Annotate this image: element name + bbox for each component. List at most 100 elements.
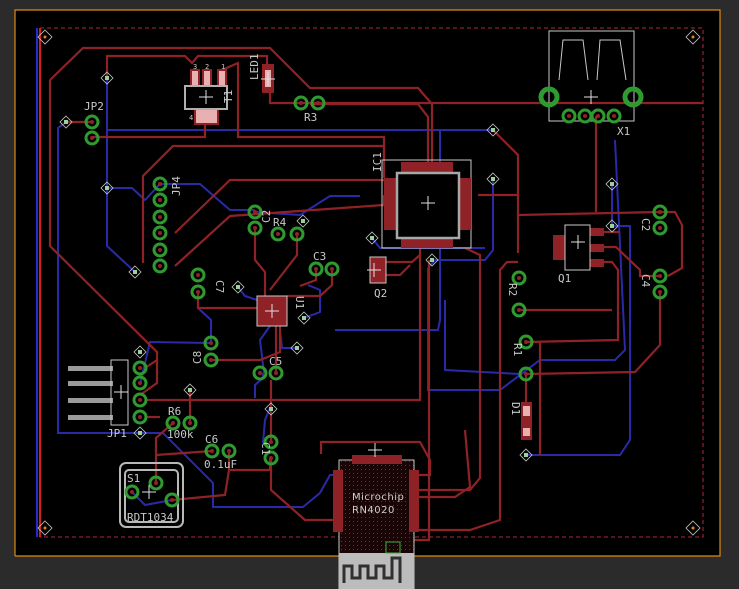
pad — [247, 204, 263, 220]
bluetooth-module-rn4020[interactable] — [333, 455, 419, 589]
pad-drill — [299, 101, 303, 105]
pad-drill — [138, 381, 142, 385]
origin-cross-icon — [368, 443, 382, 457]
label-c2: C2 — [260, 210, 273, 223]
top-trace — [386, 264, 411, 277]
top-trace — [155, 449, 213, 457]
top-trace — [174, 178, 384, 234]
via-drill — [430, 258, 434, 262]
pad-drill — [583, 114, 587, 118]
pad-drill — [330, 267, 334, 271]
corner-marker-icon — [685, 29, 701, 45]
label-jp4: JP4 — [170, 176, 183, 196]
module-brand: Microchip — [352, 492, 404, 503]
via — [519, 448, 533, 462]
pad-drill — [158, 198, 162, 202]
top-trace — [269, 458, 333, 522]
vias — [37, 29, 701, 536]
top-trace — [410, 260, 431, 542]
pad — [263, 450, 279, 466]
label-t1-pin2: 2 — [205, 63, 209, 71]
label-c8: C8 — [191, 351, 204, 364]
pad-drill — [138, 398, 142, 402]
pad — [190, 284, 206, 300]
corner-marker-icon — [685, 520, 701, 536]
pad-drill — [658, 290, 662, 294]
pad — [652, 268, 668, 284]
pad-drill — [316, 101, 320, 105]
via-drill — [295, 346, 299, 350]
pad — [518, 366, 534, 382]
via-drill — [138, 431, 142, 435]
pad-drill — [517, 276, 521, 280]
top-trace — [604, 245, 660, 278]
pad — [203, 352, 219, 368]
top-trace — [410, 260, 518, 532]
pad-drill — [524, 340, 528, 344]
module-model: RN4020 — [352, 505, 395, 516]
pad — [84, 130, 100, 146]
label-q2: Q2 — [374, 287, 387, 300]
u1-package[interactable] — [256, 295, 288, 327]
via — [365, 231, 379, 245]
pad — [190, 267, 206, 283]
via — [605, 219, 619, 233]
bottom-trace — [427, 179, 494, 269]
origin-cross-icon — [142, 485, 156, 499]
label-c2-right: C2 — [639, 218, 652, 231]
pad-drill — [314, 267, 318, 271]
pad — [148, 475, 164, 491]
bottom-trace — [237, 286, 258, 301]
pad-drill — [517, 308, 521, 312]
d1-body[interactable] — [521, 402, 532, 440]
pad-drill — [154, 481, 158, 485]
label-r3: R3 — [304, 111, 317, 124]
pad — [132, 409, 148, 425]
bottom-trace — [303, 284, 321, 319]
corner-marker-dot — [691, 526, 695, 530]
via — [100, 71, 114, 85]
label-d1: D1 — [509, 402, 522, 415]
via — [133, 426, 147, 440]
pad — [652, 204, 668, 220]
pad-drill — [158, 182, 162, 186]
pad — [590, 108, 606, 124]
via-drill — [524, 453, 528, 457]
pad-drill — [253, 210, 257, 214]
via-drill — [491, 128, 495, 132]
origin-cross-icon — [421, 196, 435, 210]
corner-marker-dot — [43, 526, 47, 530]
pad — [652, 284, 668, 300]
pad — [561, 108, 577, 124]
via-drill — [491, 177, 495, 181]
pad — [124, 484, 140, 500]
via — [296, 214, 310, 228]
via — [100, 181, 114, 195]
top-trace — [92, 124, 207, 139]
via — [128, 265, 142, 279]
pad — [84, 114, 100, 130]
pads — [84, 86, 668, 508]
label-r2: R2 — [506, 283, 519, 296]
pad-drill — [188, 421, 192, 425]
via — [290, 341, 304, 355]
via-drill — [64, 120, 68, 124]
label-c6: C6 — [205, 433, 218, 446]
pad — [164, 492, 180, 508]
origin-marks — [114, 72, 598, 499]
via-drill — [301, 219, 305, 223]
label-r6: R6 — [168, 405, 181, 418]
bottom-trace — [258, 325, 271, 374]
label-q1: Q1 — [558, 272, 571, 285]
pad-drill — [90, 136, 94, 140]
top-trace — [299, 269, 318, 288]
pad — [132, 392, 148, 408]
value-r6: 100k — [167, 428, 194, 441]
pad-drill — [258, 371, 262, 375]
pad-drill — [196, 273, 200, 277]
pad-drill — [138, 366, 142, 370]
pad — [182, 415, 198, 431]
usb-connector-x1[interactable] — [548, 30, 635, 122]
